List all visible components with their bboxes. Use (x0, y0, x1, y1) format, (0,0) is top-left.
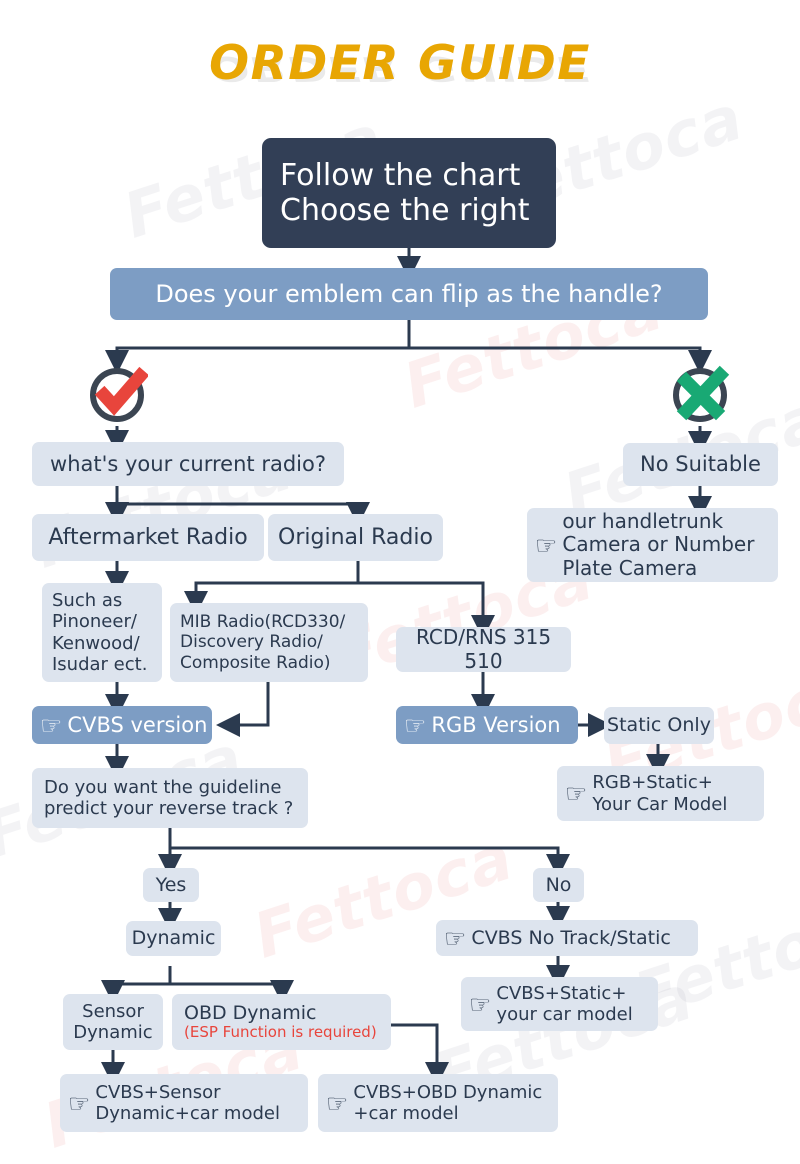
result-sensor-line-1: CVBS+Sensor (95, 1081, 221, 1103)
such-as-line-4: Isudar ect. (52, 653, 148, 675)
handletrunk-line-1: our handletrunk (562, 508, 724, 533)
cross-circle-icon (670, 362, 732, 431)
aftermarket-radio-label: Aftermarket Radio (48, 524, 248, 550)
hand-pointer-icon: ☞ (40, 710, 63, 740)
rgb-static-line-2: Your Car Model (592, 793, 728, 815)
node-cvbs-version[interactable]: ☞ CVBS version (32, 706, 212, 744)
cvbs-static-line-1: CVBS+Static+ (496, 982, 627, 1004)
node-rcd-rns[interactable]: RCD/RNS 315 510 (396, 624, 571, 673)
node-result-cvbs-obd[interactable]: ☞ CVBS+OBD Dynamic +car model (318, 1074, 558, 1132)
result-obd-line-2: +car model (353, 1103, 459, 1124)
cvbs-static-line-2: your car model (496, 1004, 633, 1025)
node-rgb-static-result[interactable]: ☞ RGB+Static+ Your Car Model (557, 766, 764, 821)
node-mib-radio[interactable]: MIB Radio(RCD330/ Discovery Radio/ Compo… (170, 603, 368, 682)
rgb-static-line-1: RGB+Static+ (592, 772, 713, 794)
mib-radio-line-1: MIB Radio(RCD330/ (180, 612, 346, 633)
header-line-1: Follow the chart (280, 157, 521, 193)
original-radio-label: Original Radio (278, 524, 433, 550)
sensor-dynamic-line-1: Sensor (82, 1000, 144, 1022)
result-sensor-line-2: Dynamic+car model (95, 1103, 280, 1124)
mib-radio-line-3: Composite Radio) (180, 652, 331, 673)
obd-dynamic-label: OBD Dynamic (184, 1001, 317, 1024)
handletrunk-line-2: Camera or Number (562, 532, 755, 557)
node-dynamic[interactable]: Dynamic (126, 921, 221, 956)
such-as-line-1: Such as (52, 590, 123, 612)
node-guideline-question[interactable]: Do you want the guideline predict your r… (32, 768, 308, 828)
current-radio-label: what's your current radio? (50, 451, 326, 476)
node-rgb-version[interactable]: ☞ RGB Version (396, 706, 578, 744)
rgb-version-label: RGB Version (431, 712, 561, 737)
node-sensor-dynamic[interactable]: Sensor Dynamic (63, 994, 163, 1050)
guideline-question-line-1: Do you want the guideline (44, 776, 282, 798)
question-emblem-label: Does your emblem can flip as the handle? (155, 279, 663, 308)
node-obd-dynamic[interactable]: OBD Dynamic (ESP Function is required) (172, 994, 391, 1050)
no-suitable-label: No Suitable (640, 452, 761, 477)
obd-dynamic-note: (ESP Function is required) (184, 1023, 377, 1042)
node-static-only[interactable]: Static Only (604, 707, 714, 744)
hand-pointer-icon: ☞ (469, 989, 492, 1019)
cvbs-no-track-label: CVBS No Track/Static (471, 926, 671, 949)
node-cvbs-static-result[interactable]: ☞ CVBS+Static+ your car model (461, 977, 658, 1031)
hand-pointer-icon: ☞ (68, 1088, 91, 1118)
handletrunk-line-3: Plate Camera (562, 555, 698, 580)
node-no[interactable]: No (533, 868, 584, 902)
hand-pointer-icon: ☞ (565, 779, 588, 808)
node-no-suitable[interactable]: No Suitable (623, 443, 778, 486)
node-handletrunk-camera[interactable]: ☞ our handletrunk Camera or Number Plate… (527, 508, 778, 582)
hand-pointer-icon: ☞ (404, 710, 427, 740)
dynamic-label: Dynamic (131, 927, 216, 950)
sensor-dynamic-line-2: Dynamic (73, 1022, 153, 1043)
no-label: No (545, 873, 572, 896)
node-aftermarket-radio[interactable]: Aftermarket Radio (32, 514, 264, 561)
mib-radio-line-2: Discovery Radio/ (180, 632, 323, 653)
static-only-label: Static Only (607, 714, 711, 737)
check-circle-icon (88, 362, 150, 431)
node-current-radio[interactable]: what's your current radio? (32, 442, 344, 486)
hand-pointer-icon: ☞ (444, 923, 467, 953)
node-header-follow-chart[interactable]: Follow the chart Choose the right (262, 138, 556, 248)
node-question-emblem[interactable]: Does your emblem can flip as the handle? (110, 268, 708, 320)
rcd-rns-label: RCD/RNS 315 510 (415, 624, 552, 673)
yes-label: Yes (155, 873, 187, 896)
result-obd-line-1: CVBS+OBD Dynamic (353, 1081, 543, 1103)
node-original-radio[interactable]: Original Radio (268, 514, 443, 561)
node-cvbs-no-track[interactable]: ☞ CVBS No Track/Static (436, 920, 698, 956)
hand-pointer-icon: ☞ (535, 530, 558, 560)
cvbs-version-label: CVBS version (67, 712, 208, 737)
node-result-cvbs-sensor[interactable]: ☞ CVBS+Sensor Dynamic+car model (60, 1074, 308, 1132)
page-title: ORDER GUIDE (209, 36, 591, 91)
such-as-line-3: Kenwood/ (52, 632, 140, 654)
hand-pointer-icon: ☞ (326, 1088, 349, 1118)
guideline-question-line-2: predict your reverse track ? (44, 798, 294, 819)
such-as-line-2: Pinoneer/ (52, 611, 137, 633)
header-line-2: Choose the right (280, 193, 530, 228)
node-yes[interactable]: Yes (143, 868, 199, 902)
node-such-as-brands[interactable]: Such as Pinoneer/ Kenwood/ Isudar ect. (42, 583, 162, 682)
